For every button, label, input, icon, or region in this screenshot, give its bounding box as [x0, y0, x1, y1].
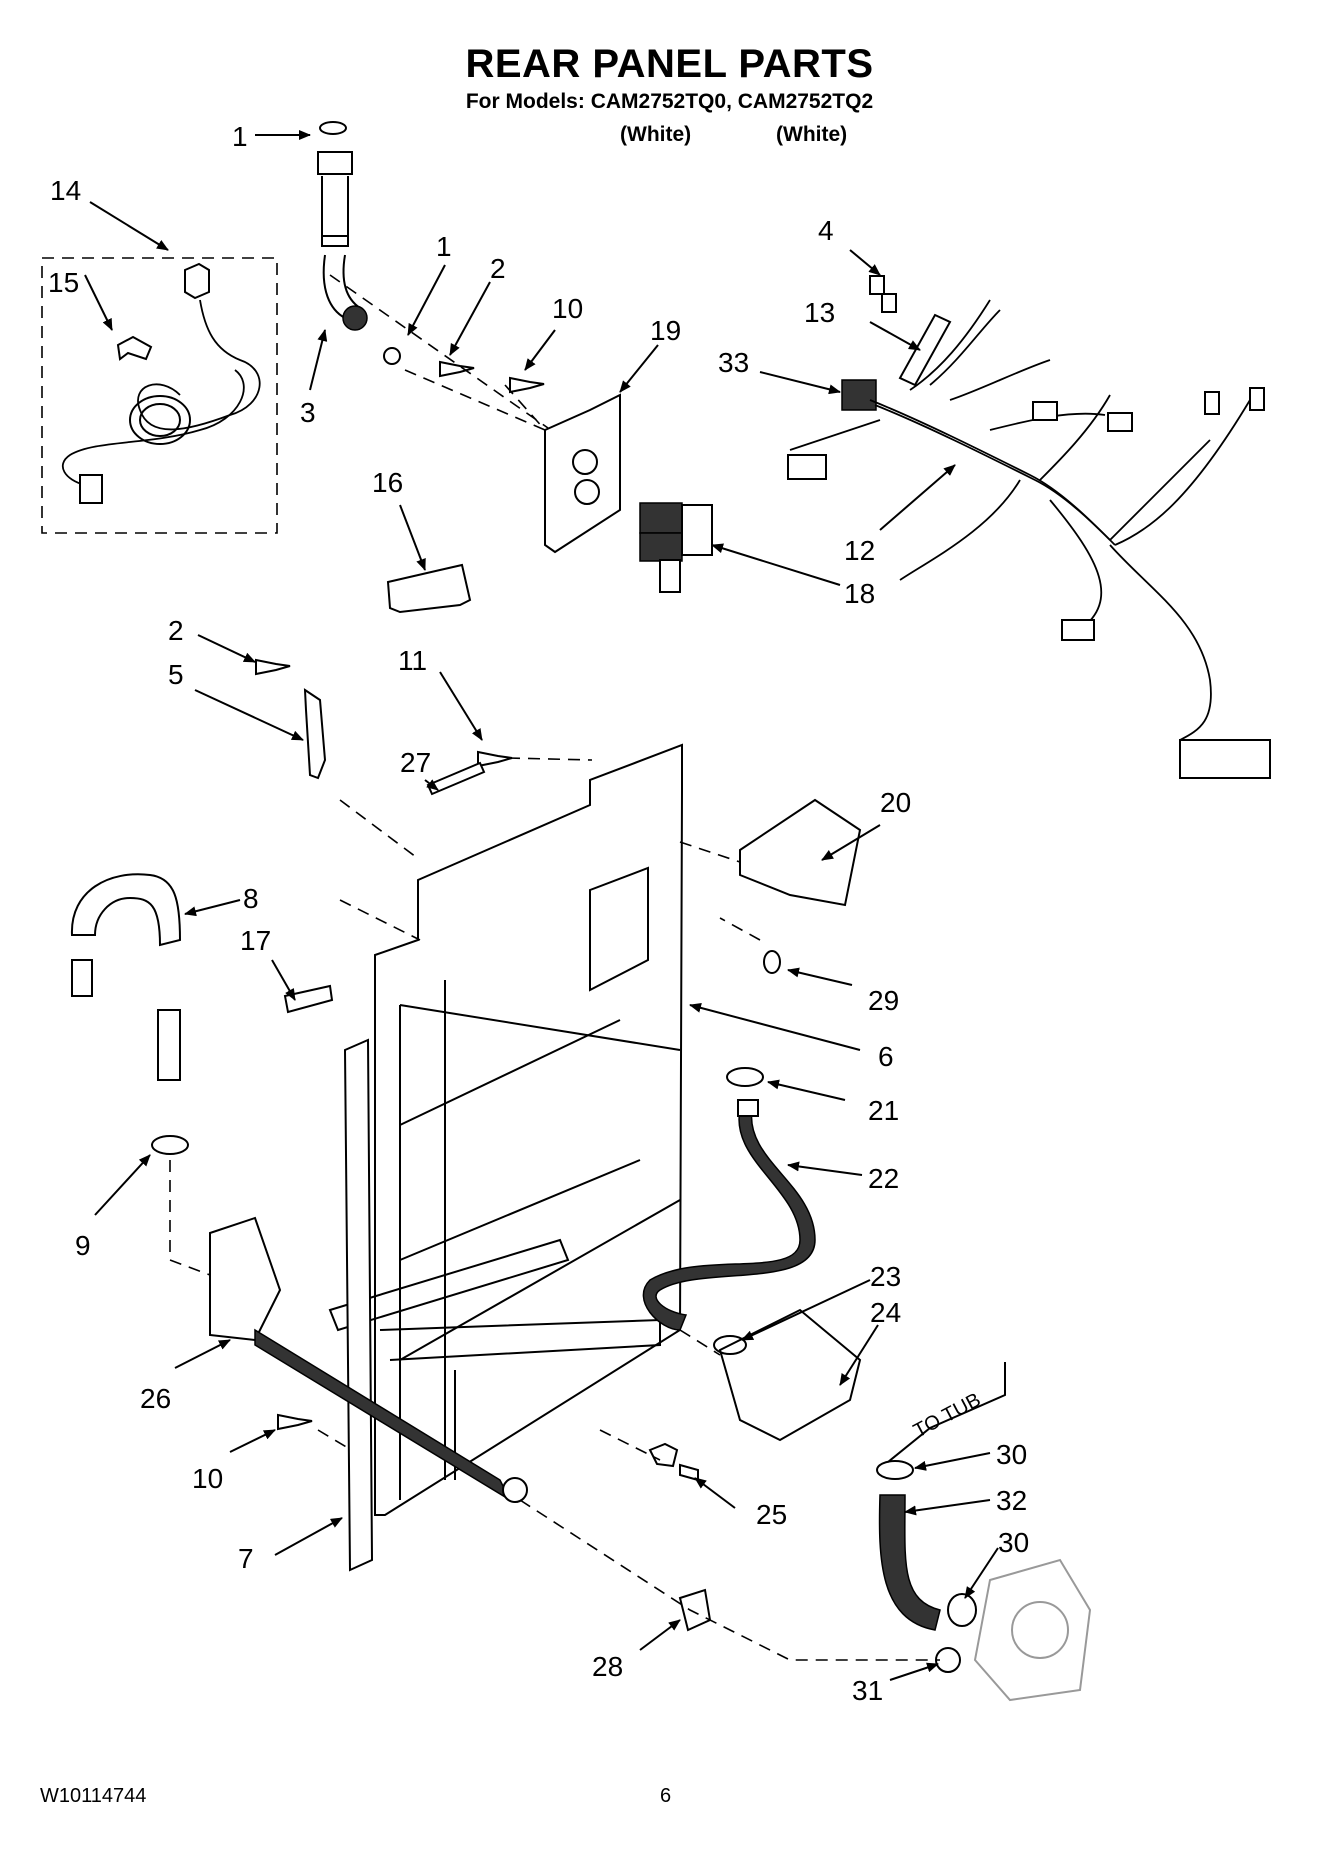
- callout-12-wire-harness: 12: [844, 535, 875, 566]
- pump-hose: [878, 1494, 941, 1631]
- callout-32-pump-hose: 32: [996, 1485, 1027, 1516]
- model-variant-2: (White): [776, 123, 848, 146]
- grommet: [763, 950, 781, 974]
- top-bracket: [739, 798, 862, 907]
- pump-phantom: [973, 1558, 1092, 1702]
- clamp-30-top: [876, 1460, 914, 1480]
- lower-bracket: [328, 1238, 570, 1332]
- callout-9-clamp: 9: [75, 1230, 91, 1261]
- callout-19-bracket: 19: [650, 315, 681, 346]
- screw-10-top: [509, 376, 545, 394]
- callout-11-screw: 11: [398, 645, 427, 676]
- wire-harness: [787, 299, 1271, 779]
- rear-panel: [374, 743, 683, 1516]
- callout-20-top-bracket: 20: [880, 787, 911, 818]
- callout-23-clamp: 23: [870, 1261, 901, 1292]
- callout-10-screw: 10: [552, 293, 583, 324]
- spacer: [426, 761, 486, 796]
- hose-guide: [70, 873, 182, 947]
- callout-8-hose-guide: 8: [243, 883, 259, 914]
- callout-13: 13: [804, 297, 835, 328]
- hose-holder: [209, 1216, 282, 1342]
- callout-7-side-rail: 7: [238, 1543, 254, 1574]
- part-drawings: [41, 121, 1271, 1702]
- pump-bracket: [718, 1308, 862, 1442]
- callout-21-clamp: 21: [868, 1095, 899, 1126]
- clamp-9: [151, 1135, 189, 1155]
- callout-leaders: [84, 130, 999, 1681]
- hose-strap: [386, 563, 472, 614]
- callout-6-rear-panel: 6: [878, 1041, 894, 1072]
- callout-18-water-valve: 18: [844, 578, 875, 609]
- tie-strap: [303, 688, 327, 780]
- callout-4-clip: 4: [818, 215, 834, 246]
- drain-hose-segments: [71, 959, 181, 1081]
- screw-11: [477, 750, 513, 768]
- screw-2-mid: [255, 658, 291, 676]
- callout-27-spacer: 27: [400, 747, 431, 778]
- to-tub-label: TO TUB: [910, 1389, 984, 1443]
- callout-28-clip: 28: [592, 1651, 623, 1682]
- callout-5-tie-strap: 5: [168, 659, 184, 690]
- callout-2-screw-mid: 2: [168, 615, 184, 646]
- inlet-hose: [317, 121, 368, 331]
- clamp-21: [726, 1067, 764, 1087]
- page-title: REAR PANEL PARTS: [465, 42, 874, 86]
- side-rail: [343, 1038, 374, 1572]
- screw-10-bottom: [277, 1413, 313, 1431]
- callout-31-clamp: 31: [852, 1675, 883, 1706]
- callout-3-inlet-hose: 3: [300, 397, 316, 428]
- callout-1-washer: 1: [436, 231, 452, 262]
- model-variant-1: (White): [620, 123, 692, 146]
- callout-2-screw: 2: [490, 253, 506, 284]
- callout-30-clamp-top: 30: [996, 1439, 1027, 1470]
- callout-25-plug: 25: [756, 1499, 787, 1530]
- callout-17-bracket: 17: [240, 925, 271, 956]
- callout-14-power-cord-kit: 14: [50, 175, 81, 206]
- callout-15-cord-clamp: 15: [48, 267, 79, 298]
- callout-1-washer-top: 1: [232, 121, 248, 152]
- document-number: W10114744: [40, 1785, 147, 1807]
- hose-clip: [678, 1588, 712, 1632]
- page-number: 6: [660, 1785, 672, 1807]
- callout-16-strap: 16: [372, 467, 403, 498]
- callout-24-pump-bracket: 24: [870, 1297, 901, 1328]
- washer: [383, 347, 401, 365]
- clamp-23: [713, 1335, 747, 1355]
- cord-clamp: [116, 335, 153, 361]
- callout-33: 33: [718, 347, 749, 378]
- models-subtitle: For Models: CAM2752TQ0, CAM2752TQ2: [465, 90, 874, 113]
- callout-22-water-hose: 22: [868, 1163, 899, 1194]
- callout-26-hose-holder: 26: [140, 1383, 171, 1414]
- screw-2-top: [439, 360, 475, 378]
- callout-29-grommet: 29: [868, 985, 899, 1016]
- water-valve: [639, 502, 713, 593]
- clamp-30-bottom: [947, 1593, 977, 1627]
- callout-10-screw-bottom: 10: [192, 1463, 223, 1494]
- wire-clip: [869, 275, 897, 313]
- callout-30-clamp-bottom: 30: [998, 1527, 1029, 1558]
- plug: [648, 1442, 699, 1482]
- power-cord-kit-box: [41, 257, 278, 534]
- power-cord: [61, 262, 261, 504]
- small-bracket: [283, 984, 334, 1014]
